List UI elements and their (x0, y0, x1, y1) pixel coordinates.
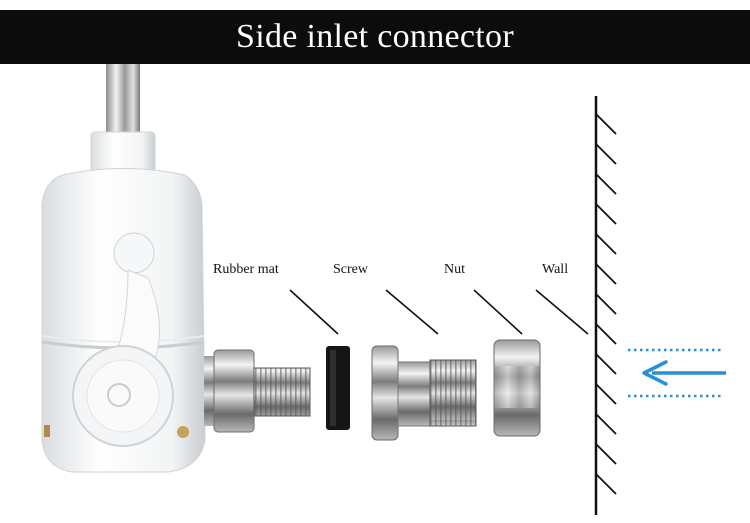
rubber-mat (326, 346, 350, 430)
nut-leader (473, 289, 523, 335)
wall-hatching (595, 113, 617, 495)
faucet-spout (90, 64, 156, 173)
rubber-mat-leader (289, 289, 339, 335)
screw-part (371, 345, 477, 441)
wall-label: Wall (542, 262, 569, 277)
rubber-mat-label: Rubber mat (213, 262, 279, 277)
screw-label: Screw (333, 262, 368, 277)
screw-leader (385, 289, 439, 335)
wall-leader (535, 289, 589, 335)
leader-lines (289, 289, 589, 335)
wall (594, 96, 617, 515)
nut-label: Nut (444, 262, 465, 277)
faucet-body (41, 168, 206, 473)
diagram-title: Side inlet connector (236, 18, 514, 55)
title-banner (0, 10, 750, 64)
nut-part (493, 339, 541, 437)
arrow-left-icon (628, 348, 726, 398)
body-fitting (204, 349, 311, 433)
